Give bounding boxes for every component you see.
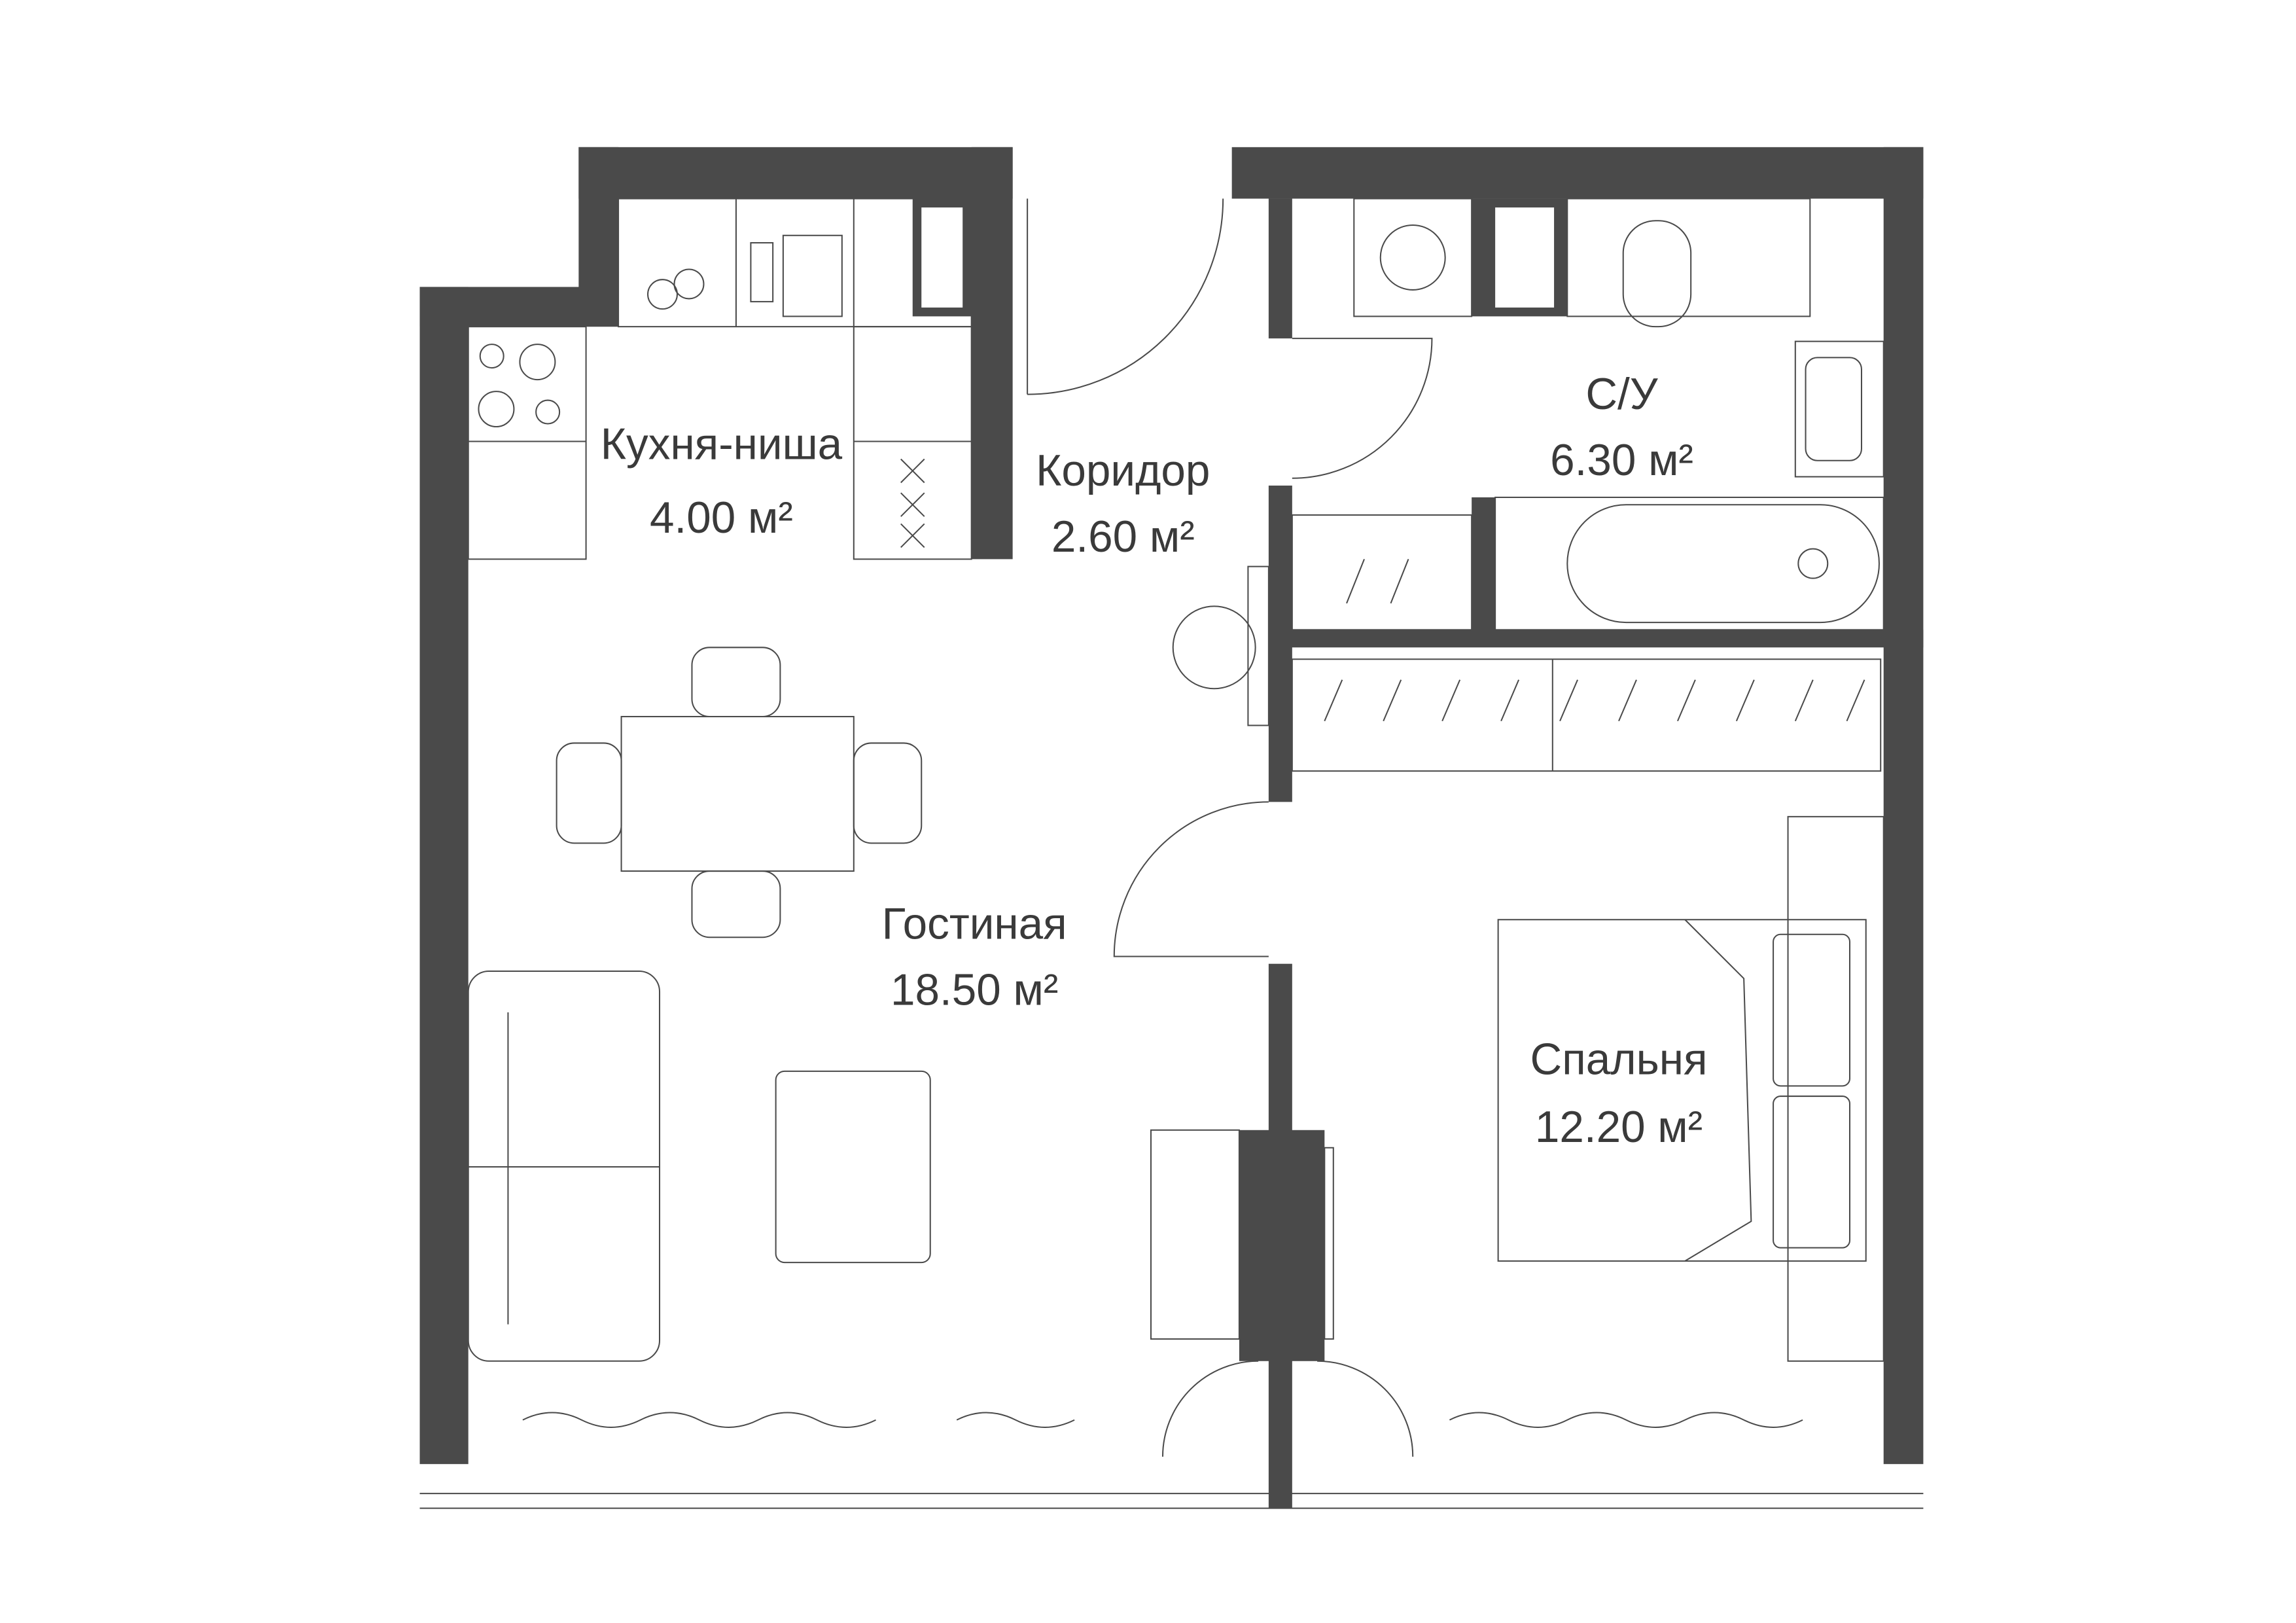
washing-machine-icon [1379,224,1446,291]
bedroom-furniture [1497,815,1884,1362]
dining-table [620,715,855,872]
bathtub-icon [1566,504,1880,624]
kitchen-furniture [467,198,972,560]
stove-icon [479,344,504,369]
stool-icon [1172,605,1256,690]
bed [1497,919,1867,1262]
room-labels: Кухня-ниша 4.00 м² Коридор 2.60 м² С/У 6… [601,370,1708,1152]
rug [775,1070,931,1264]
dish-icon [647,279,679,310]
living-furniture [419,647,1924,1509]
room-name-kitchen: Кухня-ниша [601,420,843,469]
room-name-bedroom: Спальня [1530,1035,1708,1084]
doors [1027,198,1433,1457]
room-area-corridor: 2.60 м² [1051,512,1195,562]
room-name-corridor: Коридор [1036,446,1210,495]
room-area-bathroom: 6.30 м² [1550,436,1693,485]
room-area-bedroom: 12.20 м² [1535,1103,1703,1152]
bathroom-fixtures [1353,198,1884,631]
room-area-living: 18.50 м² [891,966,1058,1015]
room-area-kitchen: 4.00 м² [650,493,793,543]
sofa [467,970,661,1362]
toilet-icon [1622,220,1692,328]
walls [419,147,1924,1508]
room-name-bathroom: С/У [1585,370,1658,419]
room-name-living: Гостиная [882,899,1067,948]
sink-icon [1805,357,1862,461]
wardrobes [1172,514,1882,772]
